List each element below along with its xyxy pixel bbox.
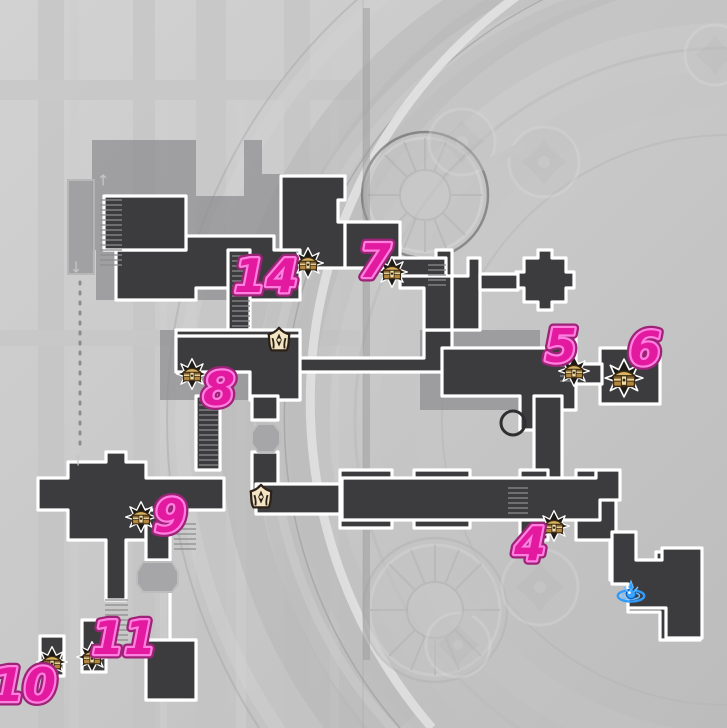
bg-wheel-lower xyxy=(361,536,509,684)
label-7-stroke: 7 xyxy=(359,234,391,288)
door-node-circle xyxy=(499,409,527,437)
treasure-chest-icon[interactable] xyxy=(291,246,325,280)
label-5: 5 5 5 xyxy=(540,315,581,378)
stairs-up-arrow-icon-2: ↑ xyxy=(71,451,85,470)
treasure-chest-icon-9[interactable] xyxy=(35,645,69,679)
stairs-down-arrow-icon: ↓ xyxy=(69,258,83,277)
label-8-fill: 8 xyxy=(203,362,235,416)
treasure-chest-icon-7[interactable] xyxy=(537,509,571,543)
teleport-waypoint-icon-2[interactable] xyxy=(246,482,276,512)
stairs-up-arrow-icon: ↑ xyxy=(96,171,110,190)
label-14-glow: 14 xyxy=(234,249,298,303)
treasure-chest-icon-2[interactable] xyxy=(375,255,409,289)
player-position-icon[interactable] xyxy=(614,576,648,610)
label-14-stroke: 14 xyxy=(234,249,298,303)
left-shaft xyxy=(67,179,95,275)
label-11: 11 11 11 xyxy=(87,607,160,670)
treasure-chest-icon-5[interactable] xyxy=(175,357,209,391)
label-7-fill: 7 xyxy=(359,234,391,288)
label-10-glow: 10 xyxy=(0,658,56,712)
treasure-chest-icon-8[interactable] xyxy=(75,640,109,674)
teleport-waypoint-icon[interactable] xyxy=(264,325,294,355)
elevator-pads xyxy=(136,423,281,593)
label-7: 7 7 7 xyxy=(354,230,395,293)
label-5-glow: 5 xyxy=(545,319,577,373)
label-4-stroke: 4 xyxy=(513,517,546,571)
label-5-stroke: 5 xyxy=(545,319,577,373)
label-6-stroke: 6 xyxy=(629,322,661,376)
label-11-stroke: 11 xyxy=(92,611,156,665)
label-6-fill: 6 xyxy=(629,322,661,376)
label-9-stroke: 9 xyxy=(154,489,186,543)
treasure-chest-icon-6[interactable] xyxy=(124,500,158,534)
label-8-glow: 8 xyxy=(203,362,235,416)
label-10-stroke: 10 xyxy=(0,658,56,712)
label-11-fill: 11 xyxy=(92,611,156,665)
label-5-fill: 5 xyxy=(545,319,577,373)
label-14-fill: 14 xyxy=(234,249,298,303)
ladder-hatching xyxy=(100,199,576,646)
label-9-glow: 9 xyxy=(154,489,186,543)
label-4-fill: 4 xyxy=(513,517,546,571)
label-4-glow: 4 xyxy=(513,517,546,571)
label-10-fill: 10 xyxy=(0,658,56,712)
label-8-stroke: 8 xyxy=(203,362,235,416)
label-10: 10 10 10 xyxy=(0,654,61,717)
label-4: 4 4 4 xyxy=(508,513,550,576)
treasure-chest-icon-3[interactable] xyxy=(557,354,591,388)
bg-medallions xyxy=(424,23,727,679)
label-9-fill: 9 xyxy=(154,489,186,543)
label-14: 14 14 14 xyxy=(229,245,302,308)
treasure-chest-icon-4[interactable] xyxy=(603,357,645,399)
label-7-glow: 7 xyxy=(359,234,391,288)
label-9: 9 9 9 xyxy=(149,485,190,548)
label-6: 6 6 6 xyxy=(624,318,665,381)
label-6-glow: 6 xyxy=(629,322,661,376)
label-8: 8 8 8 xyxy=(198,358,239,421)
label-11-glow: 11 xyxy=(92,611,156,665)
